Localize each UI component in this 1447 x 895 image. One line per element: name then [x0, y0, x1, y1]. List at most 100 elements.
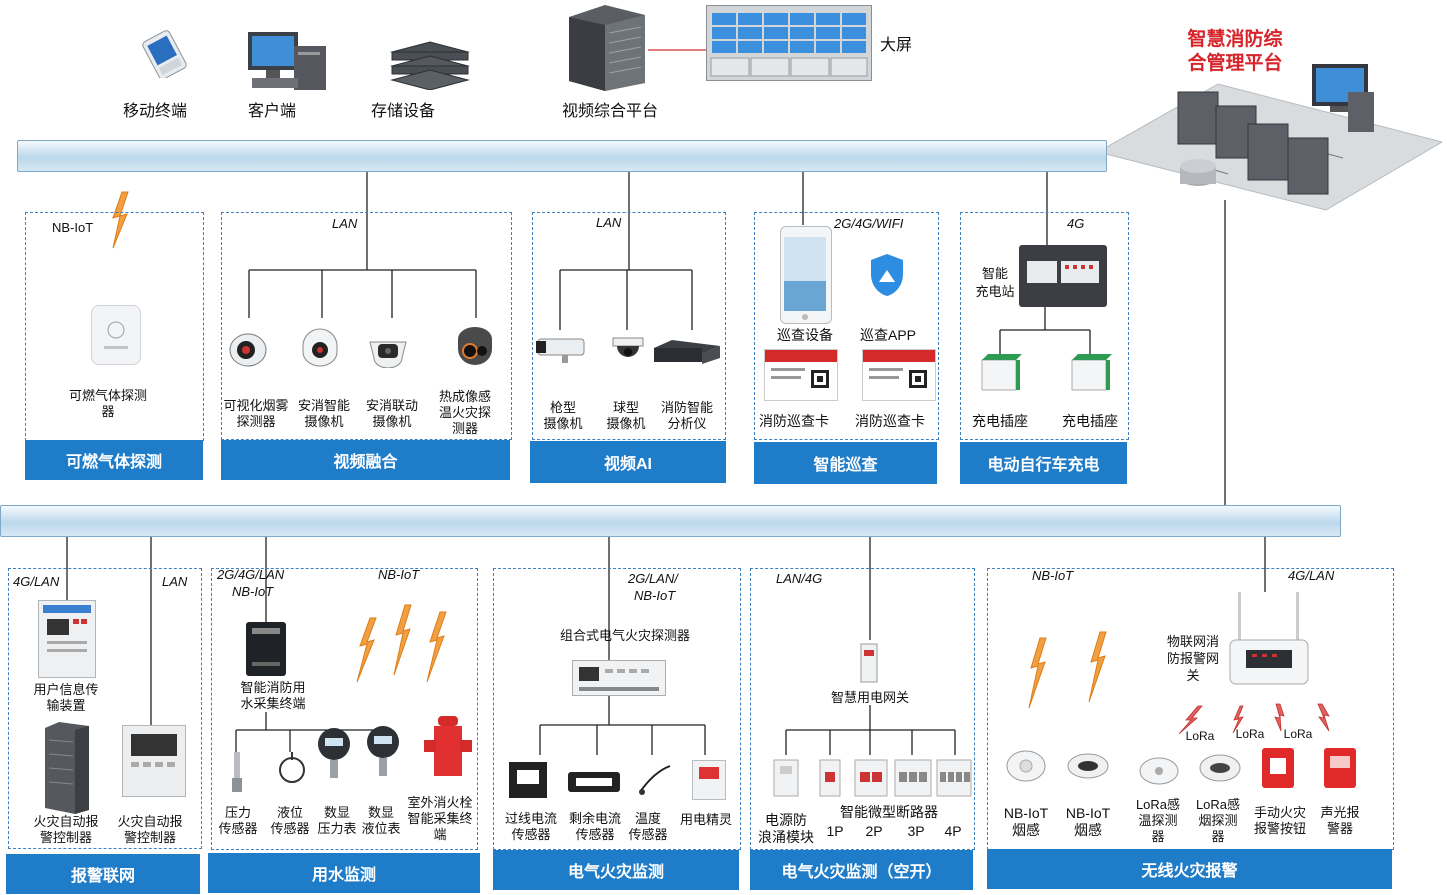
surge-module-icon — [772, 758, 800, 798]
residual-current-sensor-icon — [566, 768, 622, 796]
patrol-title[interactable]: 智能巡查 — [754, 442, 937, 484]
power-gateway-label: 智慧用电网关 — [830, 690, 909, 705]
patrol-card-1-label: 消防巡查卡 — [759, 413, 829, 429]
breaker-network-label: LAN/4G — [776, 571, 823, 586]
video-ai-network-label: LAN — [596, 215, 622, 230]
platform-title-line1: 智慧消防综 — [1187, 29, 1283, 50]
breaker-label: 智能微型断路器 — [840, 804, 938, 820]
client-label: 客户端 — [248, 103, 297, 120]
alarm-controller-1-label-2: 警控制器 — [39, 830, 92, 845]
nb-smoke-1-label-2: 烟感 — [1012, 822, 1040, 838]
wireless-alarm-title[interactable]: 无线火灾报警 — [987, 849, 1392, 889]
water-terminal-label-1: 智能消防用 — [240, 680, 306, 695]
water-network-label-3: NB-IoT — [378, 567, 420, 582]
temperature-sensor-label-2: 传感器 — [628, 827, 668, 842]
sound-light-label-1: 声光报 — [1320, 805, 1360, 820]
alarm-network-label-1: 4G/LAN — [13, 574, 60, 589]
alarm-network-title[interactable]: 报警联网 — [6, 854, 200, 894]
thermal-camera-label-1: 热成像感 — [438, 389, 491, 404]
storage-device-label: 存储设备 — [371, 103, 436, 120]
electric-fire-title[interactable]: 电气火灾监测 — [493, 850, 739, 890]
breaker-3p-icon — [893, 758, 933, 798]
iot-gateway-label-1: 物联网消 — [1166, 634, 1219, 649]
breaker-2p-icon — [853, 758, 889, 798]
lora-temp-label-3: 器 — [1151, 829, 1165, 844]
iot-gateway-icon — [1228, 592, 1310, 690]
bullet-camera-label-1: 枪型 — [549, 400, 576, 415]
nb-smoke-detector-1-icon — [1005, 748, 1047, 784]
pressure-gauge-label-1: 数显 — [323, 805, 350, 820]
user-info-device-icon — [38, 600, 96, 678]
smart-camera-icon — [299, 328, 341, 370]
sound-light-alarm-icon — [1324, 748, 1356, 788]
smart-camera-label-1: 安消智能 — [297, 398, 350, 413]
manual-button-label-1: 手动火灾 — [1253, 805, 1306, 820]
user-info-device-label-2: 输装置 — [46, 698, 86, 713]
water-monitoring-title[interactable]: 用水监测 — [208, 853, 480, 893]
patrol-app-label: 巡查APP — [859, 327, 916, 343]
charge-socket-1-icon — [978, 352, 1022, 392]
breaker-3p-label: 3P — [907, 823, 925, 839]
electric-detector-label: 组合式电气火灾探测器 — [559, 628, 690, 643]
thermal-camera-icon — [452, 325, 498, 371]
video-platform-label: 视频综合平台 — [562, 103, 659, 120]
electric-network-label-2: NB-IoT — [634, 588, 676, 603]
mobile-terminal-label: 移动终端 — [123, 103, 188, 120]
sound-light-label-2: 警器 — [1326, 821, 1353, 836]
surge-module-label-2: 浪涌模块 — [758, 829, 814, 845]
client-computer-icon — [246, 30, 330, 92]
alarm-controller-panel-icon — [122, 725, 186, 797]
pressure-sensor-label-2: 传感器 — [218, 821, 258, 836]
power-gateway-icon — [858, 640, 880, 686]
gas-network-label: NB-IoT — [52, 220, 94, 235]
mobile-terminal-icon — [135, 30, 193, 80]
lora-smoke-label-3: 器 — [1211, 829, 1225, 844]
level-gauge-label-2: 液位表 — [361, 821, 401, 836]
smoke-camera-label-1: 可视化烟雾 — [223, 398, 289, 413]
alarm-controller-2-label-2: 警控制器 — [123, 830, 176, 845]
lora-temp-label-2: 温探测 — [1138, 813, 1178, 828]
video-fusion-title[interactable]: 视频融合 — [221, 440, 510, 480]
digital-pressure-gauge-icon — [316, 726, 352, 782]
nb-smoke-1-label-1: NB-IoT — [1003, 805, 1049, 821]
smoke-camera-label-2: 探测器 — [236, 414, 276, 429]
digital-level-gauge-icon — [365, 724, 401, 780]
smart-camera-label-2: 摄像机 — [304, 414, 344, 429]
overline-sensor-label-2: 传感器 — [511, 827, 551, 842]
water-network-label-2: NB-IoT — [232, 584, 274, 599]
linkage-camera-icon — [366, 328, 410, 369]
patrol-card-2-label: 消防巡查卡 — [855, 413, 925, 429]
lora-temp-detector-icon — [1138, 755, 1180, 787]
breaker-group — [750, 568, 975, 850]
lora-label-3: LoRa — [1283, 727, 1313, 741]
breaker-title[interactable]: 电气火灾监测（空开） — [750, 850, 973, 890]
overline-sensor-label-1: 过线电流 — [504, 811, 557, 826]
video-platform-rack-icon — [565, 3, 649, 93]
charge-station-label-2: 充电站 — [975, 284, 1015, 299]
dome-camera-icon — [609, 334, 647, 368]
water-network-label-1: 2G/4G/LAN — [217, 567, 285, 582]
ebike-network-label: 4G — [1067, 216, 1085, 231]
lora-label-1: LoRa — [1185, 729, 1215, 743]
pressure-sensor-icon — [228, 752, 248, 794]
level-sensor-label-2: 传感器 — [270, 821, 310, 836]
ebike-title[interactable]: 电动自行车充电 — [960, 442, 1127, 484]
patrol-card-1-icon — [764, 349, 838, 401]
ebike-group — [960, 212, 1129, 440]
lora-temp-label-1: LoRa感 — [1135, 797, 1181, 812]
hydrant-icon — [422, 714, 474, 780]
gas-detector-label-1: 可燃气体探测 — [68, 388, 147, 403]
breaker-4p-icon — [935, 758, 973, 798]
breaker-1p-label: 1P — [826, 823, 844, 839]
gas-detector-label-2: 器 — [101, 404, 115, 419]
temperature-sensor-label-1: 温度 — [634, 811, 661, 826]
video-ai-title[interactable]: 视频AI — [530, 441, 726, 483]
pressure-gauge-label-2: 压力表 — [317, 821, 357, 836]
hydrant-label-1: 室外消火栓 — [407, 795, 473, 810]
residual-sensor-label-1: 剩余电流 — [568, 811, 621, 826]
gas-detection-title[interactable]: 可燃气体探测 — [25, 440, 203, 480]
nb-smoke-2-label-1: NB-IoT — [1065, 805, 1111, 821]
bullet-camera-label-2: 摄像机 — [543, 416, 583, 431]
charge-socket-1-label: 充电插座 — [972, 413, 1028, 429]
video-fusion-group — [221, 212, 512, 440]
